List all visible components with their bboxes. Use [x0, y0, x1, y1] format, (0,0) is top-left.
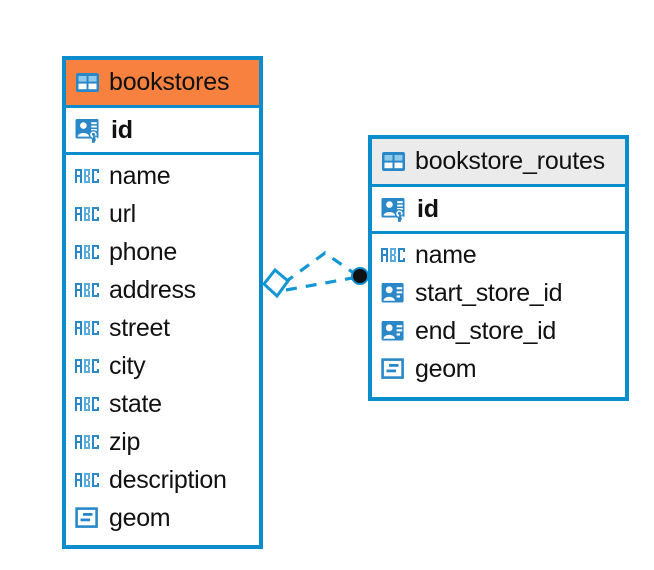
- text-type-icon: [75, 207, 100, 221]
- diamond-marker: [261, 267, 291, 299]
- field-label: geom: [109, 503, 171, 532]
- table-icon: [381, 151, 406, 172]
- field-label: phone: [109, 237, 178, 266]
- field-label: name: [109, 161, 171, 190]
- field-row-primary-key[interactable]: id: [372, 187, 625, 234]
- field-row-name[interactable]: name: [66, 157, 259, 195]
- entity-title: bookstores: [109, 68, 230, 96]
- entity-header-bookstore-routes[interactable]: bookstore_routes: [372, 139, 625, 187]
- field-row-url[interactable]: url: [66, 195, 259, 233]
- text-type-icon: [75, 321, 100, 335]
- field-label: geom: [415, 354, 477, 383]
- entity-table-bookstores[interactable]: bookstores: [62, 56, 263, 549]
- text-type-icon: [75, 397, 100, 411]
- table-icon: [75, 72, 100, 93]
- entity-table-bookstore-routes[interactable]: bookstore_routes: [368, 135, 629, 401]
- field-label: street: [109, 313, 170, 342]
- field-label: end_store_id: [415, 316, 556, 345]
- entity-header-bookstores[interactable]: bookstores: [66, 60, 259, 108]
- text-type-icon: [75, 359, 100, 373]
- field-row-start-store-id[interactable]: start_store_id: [372, 274, 625, 312]
- relationship-line-upper: [283, 251, 359, 285]
- field-row-zip[interactable]: zip: [66, 423, 259, 461]
- text-type-icon: [75, 283, 100, 297]
- geometry-type-icon: [381, 358, 406, 380]
- field-label: zip: [109, 427, 141, 456]
- field-row-description[interactable]: description: [66, 461, 259, 499]
- primary-key-icon: [75, 118, 102, 143]
- field-label: id: [111, 115, 133, 144]
- text-type-icon: [381, 248, 406, 262]
- field-list-bookstore-routes: name start_store_id: [372, 234, 625, 388]
- field-label: url: [109, 199, 136, 228]
- geometry-type-icon: [75, 507, 100, 529]
- text-type-icon: [75, 435, 100, 449]
- foreign-key-icon: [381, 320, 406, 342]
- field-row-geom[interactable]: geom: [372, 350, 625, 388]
- field-label: description: [109, 465, 227, 494]
- filled-circle-marker: [351, 267, 369, 285]
- text-type-icon: [75, 473, 100, 487]
- field-label: name: [415, 240, 477, 269]
- field-row-street[interactable]: street: [66, 309, 259, 347]
- entity-title: bookstore_routes: [415, 147, 605, 175]
- field-row-city[interactable]: city: [66, 347, 259, 385]
- field-row-name[interactable]: name: [372, 236, 625, 274]
- foreign-key-icon: [381, 282, 406, 304]
- text-type-icon: [75, 169, 100, 183]
- field-label: id: [417, 194, 439, 223]
- field-label: state: [109, 389, 162, 418]
- relationship-line-lower: [285, 275, 359, 292]
- field-row-phone[interactable]: phone: [66, 233, 259, 271]
- field-row-primary-key[interactable]: id: [66, 108, 259, 155]
- field-row-state[interactable]: state: [66, 385, 259, 423]
- field-row-geom[interactable]: geom: [66, 499, 259, 537]
- field-row-end-store-id[interactable]: end_store_id: [372, 312, 625, 350]
- field-row-address[interactable]: address: [66, 271, 259, 309]
- field-label: address: [109, 275, 196, 304]
- primary-key-icon: [381, 197, 408, 222]
- text-type-icon: [75, 245, 100, 259]
- field-list-bookstores: name: [66, 155, 259, 537]
- field-label: start_store_id: [415, 278, 563, 307]
- field-label: city: [109, 351, 146, 380]
